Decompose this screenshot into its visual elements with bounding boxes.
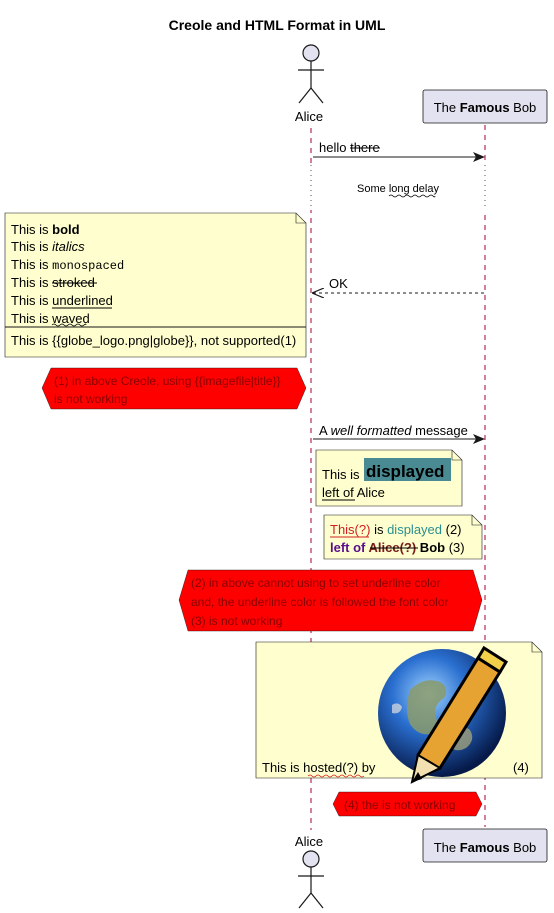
note-line-mono: monospaced xyxy=(52,259,124,273)
bob-label-pre: The xyxy=(434,840,460,855)
bob-label-bold: Famous xyxy=(460,840,510,855)
svg-text:Some long delay: Some long delay xyxy=(357,183,439,195)
svg-text:This is italics: This is italics xyxy=(11,239,85,254)
note-line-strike-pre: This is xyxy=(11,275,52,290)
alice-actor-bottom[interactable]: Alice xyxy=(295,834,324,909)
diagram-title: Creole and HTML Format in UML xyxy=(169,17,386,33)
hex2-line2: and, the underline color is followed the… xyxy=(191,595,449,609)
bob-label-top: The Famous Bob xyxy=(434,100,537,115)
bob-bold: Bob xyxy=(416,540,445,555)
svg-text:This is hosted(?) by: This is hosted(?) by xyxy=(262,760,376,775)
displayed-teal: displayed xyxy=(387,522,442,537)
note-line-under-pre: This is xyxy=(11,293,52,308)
wave-underline xyxy=(388,194,436,198)
hexagon-note-1[interactable]: (1) in above Creole, using {{imagefile|t… xyxy=(41,367,307,410)
hex1-line1: (1) in above Creole, using {{imagefile|t… xyxy=(54,374,281,388)
left-of-purple: left of xyxy=(330,540,369,555)
hosted-post: by xyxy=(358,760,376,775)
svg-text:This is underlined: This is underlined xyxy=(11,293,113,308)
note-globe-image[interactable]: This is hosted(?) by (4) xyxy=(255,641,543,784)
svg-text:This is waved: This is waved xyxy=(11,311,90,326)
bob-label-post: Bob xyxy=(510,840,537,855)
actor-head-icon xyxy=(302,850,320,868)
wave-underline xyxy=(51,323,87,327)
note-line-mono-pre: This is xyxy=(11,257,52,272)
displayed-pre: This is xyxy=(322,467,360,482)
hex2-line3: (3) is not working xyxy=(191,614,282,628)
message-hello[interactable]: hello there xyxy=(313,140,485,162)
bob-label-pre: The xyxy=(434,100,460,115)
hello-text: hello xyxy=(319,140,350,155)
actor-head-icon xyxy=(302,44,320,62)
ok-text: OK xyxy=(329,276,348,291)
hex1-line2: is not working xyxy=(54,392,127,406)
hex3-line1: (4) the is not working xyxy=(344,798,455,812)
note-line-bold: bold xyxy=(52,222,79,237)
svg-text:This is bold: This is bold xyxy=(11,222,80,237)
globe-logo-icon xyxy=(378,645,509,784)
note-line-image-unsupported: This is {{globe_logo.png|globe}}, not su… xyxy=(11,333,296,348)
delay-wave-text: long delay xyxy=(389,183,440,195)
ref-2: (2) xyxy=(442,522,462,537)
ref-4: (4) xyxy=(513,760,529,775)
note-line-italic-pre: This is xyxy=(11,239,52,254)
is-text: is xyxy=(370,522,387,537)
note-line-waved: waved xyxy=(51,311,90,326)
note-line-wave-pre: This is xyxy=(11,311,52,326)
well-post: message xyxy=(412,423,468,438)
svg-text:A well formatted message: A well formatted message xyxy=(319,423,468,438)
alice-actor-top[interactable]: Alice xyxy=(295,44,324,124)
bob-label-bold: Famous xyxy=(460,100,510,115)
note-creole-formats[interactable]: This is bold This is italics This is mon… xyxy=(4,212,307,358)
svg-text:left of Alice: left of Alice xyxy=(322,485,385,500)
delay-label: Some long delay xyxy=(357,183,439,198)
svg-text:This is: This is xyxy=(322,467,360,482)
note-line-italic: italics xyxy=(52,239,85,254)
message-ok[interactable]: OK xyxy=(313,276,484,293)
ref-3: (3) xyxy=(445,540,465,555)
wave-underline xyxy=(307,774,365,778)
hexagon-note-2[interactable]: (2) in above cannot using to set underli… xyxy=(178,569,483,632)
bob-label-bottom: The Famous Bob xyxy=(434,840,537,855)
alice-label-bottom: Alice xyxy=(295,834,323,849)
hexagon-note-3[interactable]: (4) the is not working xyxy=(332,791,483,817)
note-line-underlined: underlined xyxy=(52,293,113,308)
well-italic: well formatted xyxy=(331,423,413,438)
message-well-formatted[interactable]: A well formatted message xyxy=(313,423,485,444)
delay-pre: Some xyxy=(357,183,389,195)
hosted-pre: This is xyxy=(262,760,303,775)
hosted-link[interactable]: hosted(?) xyxy=(303,760,358,775)
alice-label-top: Alice xyxy=(295,109,323,124)
highlight-box xyxy=(364,458,451,481)
bob-label-post: Bob xyxy=(510,100,537,115)
bob-participant-bottom[interactable]: The Famous Bob xyxy=(422,828,548,863)
note-right-html[interactable]: This(?) is displayed (2) left of Alice(?… xyxy=(323,514,483,560)
displayed-big: displayed xyxy=(366,462,444,481)
hex2-line1: (2) in above cannot using to set underli… xyxy=(191,576,441,590)
this-q-link[interactable]: This(?) xyxy=(330,522,370,537)
bob-participant-top[interactable]: The Famous Bob xyxy=(422,89,548,124)
note-line-bold-pre: This is xyxy=(11,222,52,237)
svg-text:This(?) is displayed (2): This(?) is displayed (2) xyxy=(330,522,462,537)
displayed-alice: Alice xyxy=(354,485,385,500)
displayed-left-of: left of xyxy=(322,485,354,500)
svg-text:This is monospaced: This is monospaced xyxy=(11,257,124,273)
note-displayed[interactable]: This is displayed left of Alice xyxy=(315,449,463,507)
well-pre: A xyxy=(319,423,331,438)
